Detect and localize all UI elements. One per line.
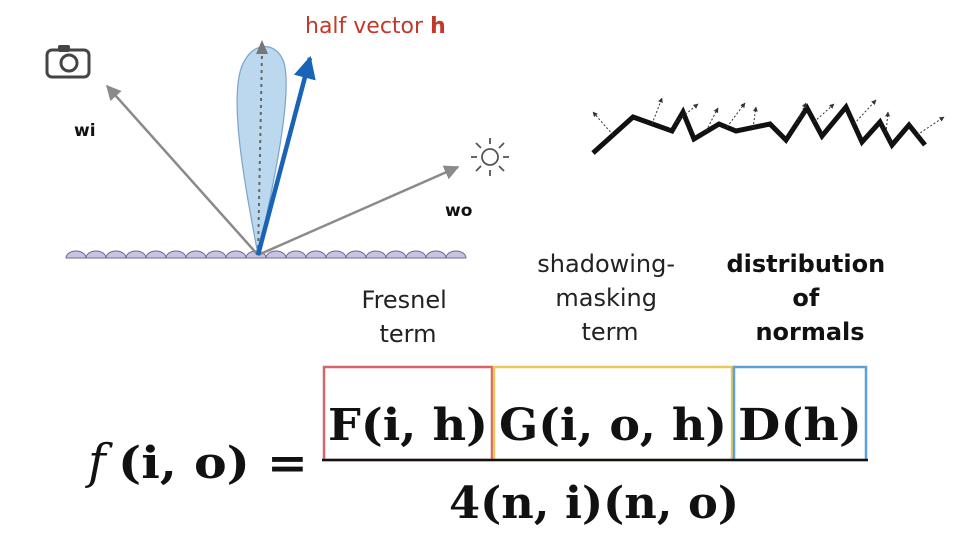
microfacet-profile bbox=[591, 97, 945, 155]
wi-vector bbox=[106, 84, 259, 256]
distribution-caption-line3: normals bbox=[755, 318, 864, 346]
fresnel-caption-line1: Fresnel bbox=[362, 286, 447, 314]
shadowing-caption-line1: shadowing- bbox=[537, 250, 675, 278]
fresnel-caption: Fresnel term bbox=[362, 286, 455, 348]
lhs-function: f bbox=[85, 434, 113, 490]
sun-icon bbox=[471, 138, 509, 176]
normal-arrowhead bbox=[256, 40, 268, 54]
half-vector-symbol: h bbox=[430, 14, 446, 39]
denominator: 4(n, i)(n, o) bbox=[449, 478, 739, 529]
fresnel-caption-line2: term bbox=[380, 320, 437, 348]
fresnel-term: F(i, h) bbox=[328, 400, 488, 451]
shadowing-caption-line2: masking bbox=[555, 284, 657, 312]
distribution-caption-line2: of bbox=[792, 284, 819, 312]
lhs-arguments: (i, o) = bbox=[118, 438, 308, 489]
shadowing-caption-line3: term bbox=[582, 318, 639, 346]
distribution-caption: distribution of normals bbox=[726, 250, 893, 346]
wi-label: wi bbox=[74, 121, 96, 141]
shadowing-caption: shadowing- masking term bbox=[537, 250, 682, 346]
half-vector-label: half vector h bbox=[305, 14, 446, 39]
normal-dotted-line bbox=[257, 51, 263, 256]
shadowing-term: G(i, o, h) bbox=[499, 400, 727, 451]
camera-icon bbox=[45, 45, 91, 79]
half-vector bbox=[255, 55, 316, 256]
wo-vector bbox=[257, 165, 460, 257]
half-vector-label-text: half vector bbox=[305, 14, 430, 39]
microsurface bbox=[65, 250, 467, 259]
wo-label: wo bbox=[445, 201, 472, 221]
distribution-term: D(h) bbox=[738, 400, 862, 451]
distribution-caption-line1: distribution bbox=[726, 250, 885, 278]
